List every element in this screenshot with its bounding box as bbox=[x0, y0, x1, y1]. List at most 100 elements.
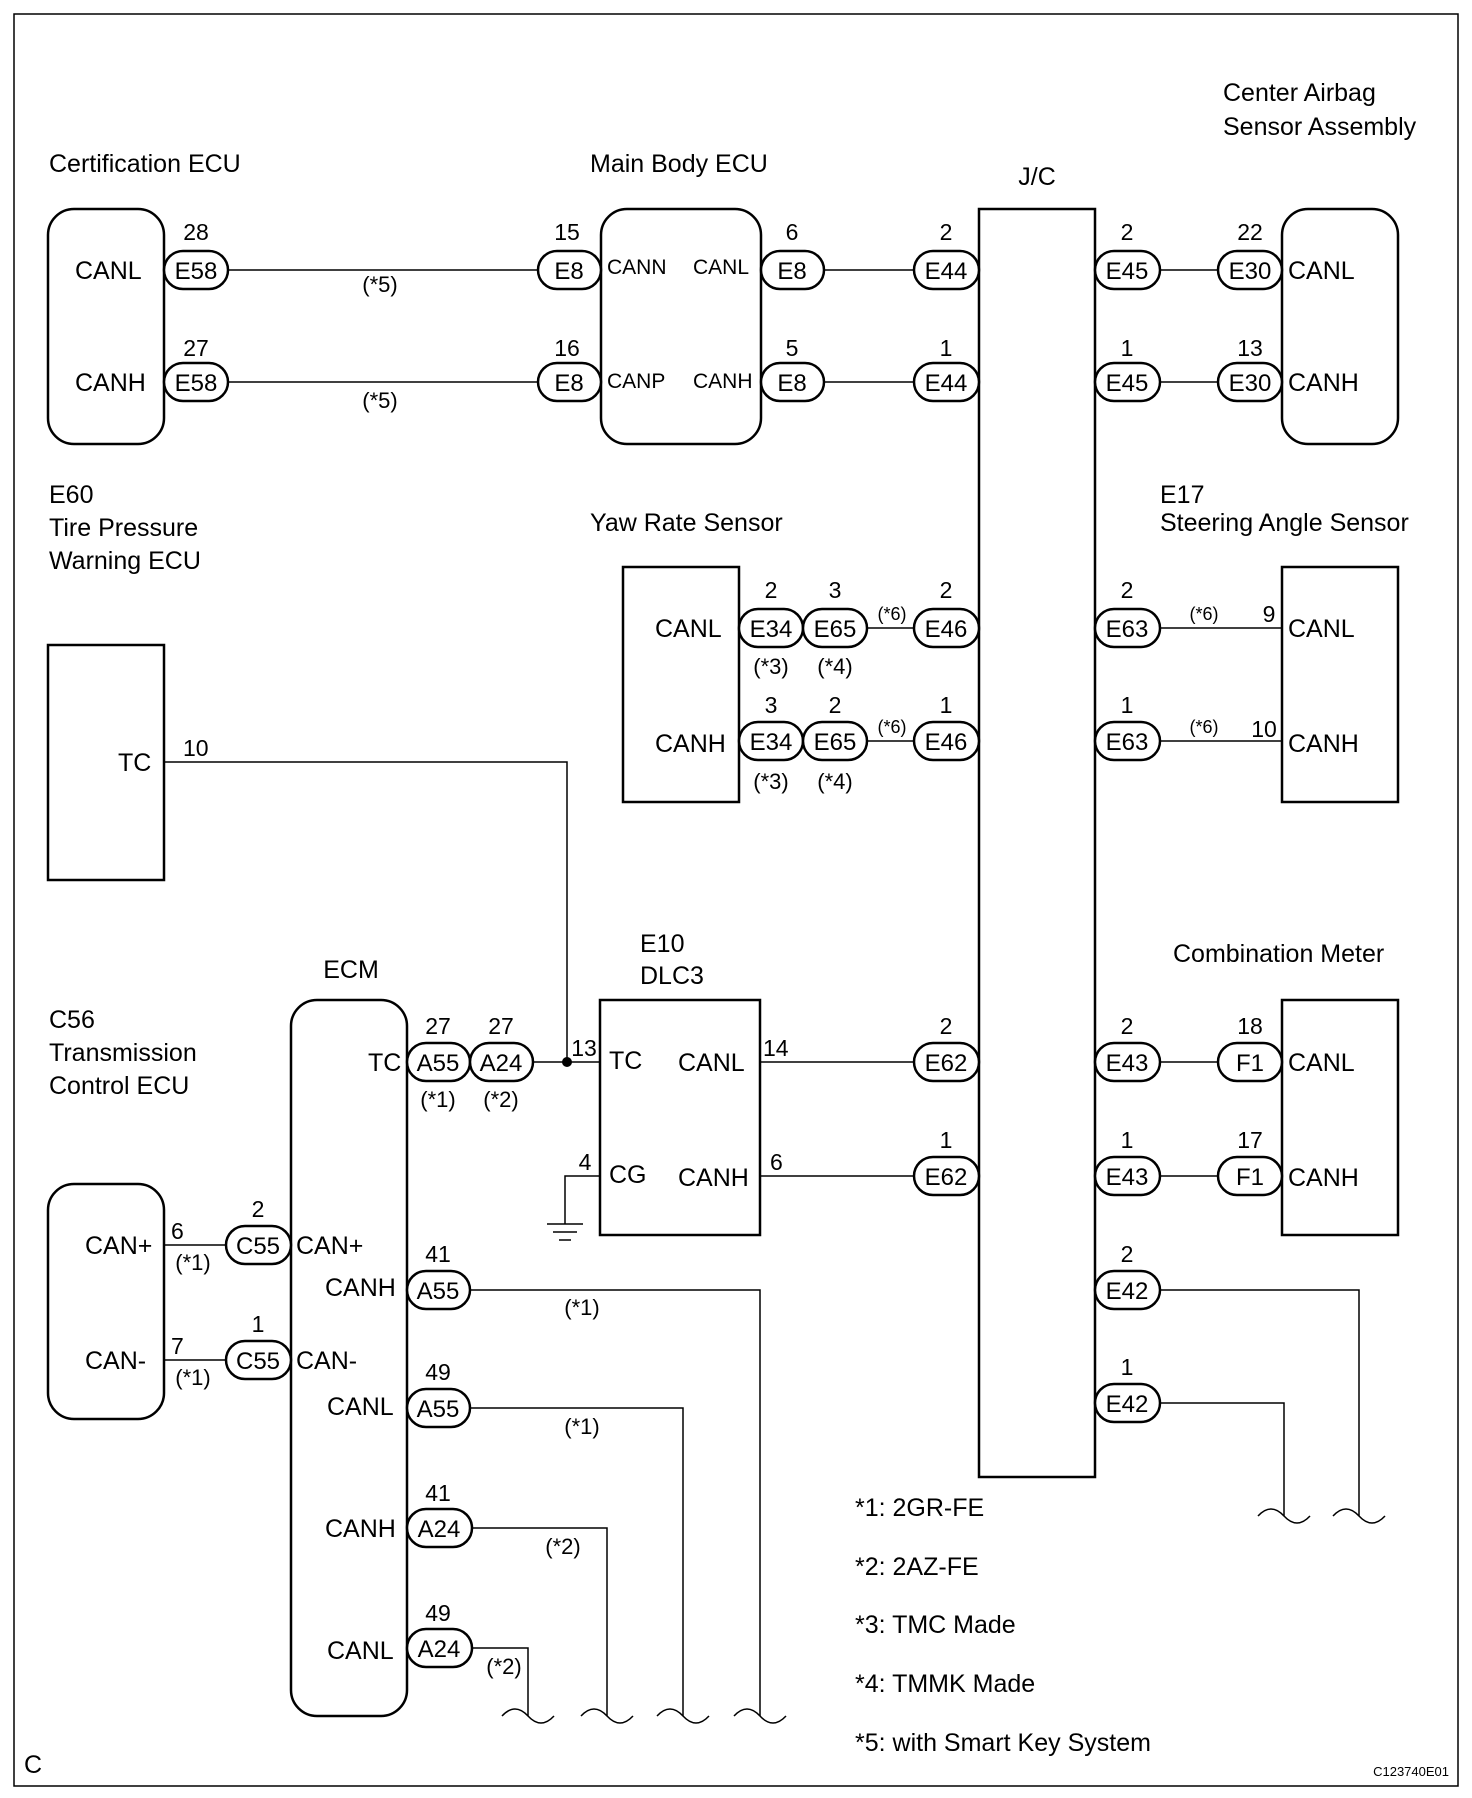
connector-a24 bbox=[405, 1507, 474, 1549]
pin-number: 27 bbox=[488, 1013, 514, 1039]
tcm-box bbox=[46, 1182, 166, 1421]
connector-label: E30 bbox=[1229, 370, 1272, 397]
terminal-canh: CANH bbox=[75, 369, 146, 397]
connector-label: E62 bbox=[925, 1050, 968, 1077]
terminal-tc: TC bbox=[368, 1049, 401, 1077]
pin-number: 49 bbox=[425, 1359, 451, 1385]
terminal-canl: CANL bbox=[693, 256, 749, 279]
center-airbag-box bbox=[1280, 207, 1400, 446]
terminal-names: CANL CANH CANN CANP CANL CANH CANL CANH … bbox=[75, 256, 1359, 1665]
wire-break-symbols bbox=[501, 1508, 1386, 1724]
pin-number: 4 bbox=[579, 1149, 592, 1175]
variant-mark: (*5) bbox=[362, 388, 397, 413]
steering-angle-title: Steering Angle Sensor bbox=[1160, 509, 1409, 537]
wire-e42-b-out bbox=[1154, 1402, 1285, 1516]
pin-number: 1 bbox=[1121, 692, 1134, 718]
connector-label: A55 bbox=[417, 1396, 460, 1423]
connector-label: E8 bbox=[777, 370, 806, 397]
yaw-rate-title: Yaw Rate Sensor bbox=[590, 509, 783, 537]
connector-f1 bbox=[1216, 1041, 1284, 1083]
pin-number: 6 bbox=[786, 219, 799, 245]
pin-number: 27 bbox=[425, 1013, 451, 1039]
connector-e45 bbox=[1093, 361, 1162, 403]
pin-number: 6 bbox=[171, 1218, 184, 1244]
connector-label: E62 bbox=[925, 1164, 968, 1191]
variant-mark: (*3) bbox=[753, 654, 788, 679]
connector-c55 bbox=[224, 1224, 293, 1266]
connector-label: E58 bbox=[175, 258, 218, 285]
legend-item: *3: TMC Made bbox=[855, 1611, 1016, 1639]
variant-mark: (*2) bbox=[486, 1654, 521, 1679]
connector-label: E34 bbox=[750, 729, 793, 756]
pin-number: 2 bbox=[829, 692, 842, 718]
terminal-canl: CANL bbox=[678, 1049, 745, 1077]
connector-e8 bbox=[536, 249, 603, 291]
pin-number: 2 bbox=[1121, 577, 1134, 603]
terminal-canh: CANH bbox=[325, 1515, 396, 1543]
terminal-can-plus: CAN+ bbox=[296, 1232, 363, 1260]
connector-e58 bbox=[162, 361, 230, 403]
connector-e8 bbox=[536, 361, 603, 403]
legend-item: *4: TMMK Made bbox=[855, 1670, 1035, 1698]
variant-mark: (*2) bbox=[545, 1534, 580, 1559]
main-body-ecu-title: Main Body ECU bbox=[590, 150, 768, 178]
variant-mark: (*6) bbox=[1189, 717, 1218, 737]
connector-ovals: E58 E58 E8 E8 E8 E8 E44 E44 E45 E45 E30 … bbox=[162, 249, 1284, 1669]
pin-number: 9 bbox=[1263, 601, 1276, 627]
pin-number: 41 bbox=[425, 1241, 451, 1267]
connector-label: A55 bbox=[417, 1050, 460, 1077]
wire-ecm-a55-canh bbox=[467, 1289, 761, 1716]
pin-number: 2 bbox=[765, 577, 778, 603]
pin-number: 2 bbox=[940, 219, 953, 245]
legend-item: *2: 2AZ-FE bbox=[855, 1553, 979, 1581]
variant-mark: (*1) bbox=[564, 1414, 599, 1439]
connector-label: E45 bbox=[1106, 370, 1149, 397]
steering-angle-sensor-box bbox=[1280, 565, 1400, 804]
variant-mark: (*4) bbox=[817, 654, 852, 679]
pin-number: 5 bbox=[786, 335, 799, 361]
terminal-can-minus: CAN- bbox=[296, 1347, 357, 1375]
connector-a55 bbox=[405, 1387, 472, 1429]
connector-label: C55 bbox=[236, 1233, 280, 1260]
variant-mark: (*3) bbox=[753, 769, 788, 794]
connector-label: C55 bbox=[236, 1348, 280, 1375]
pin-number: 3 bbox=[829, 577, 842, 603]
connector-label: E43 bbox=[1106, 1050, 1149, 1077]
connector-label: E46 bbox=[925, 729, 968, 756]
variant-mark: (*1) bbox=[175, 1365, 210, 1390]
connector-f1 bbox=[1216, 1155, 1284, 1197]
diagram-frame bbox=[13, 13, 1459, 1787]
tire-pressure-title-1: Tire Pressure bbox=[49, 514, 198, 542]
variant-mark: (*5) bbox=[362, 272, 397, 297]
yaw-rate-sensor-box bbox=[621, 565, 741, 804]
connector-e8 bbox=[759, 361, 826, 403]
steering-angle-code: E17 bbox=[1160, 481, 1204, 509]
connector-label: A24 bbox=[418, 1516, 461, 1543]
connector-e30 bbox=[1216, 249, 1284, 291]
connector-label: F1 bbox=[1236, 1164, 1264, 1191]
terminal-canh: CANH bbox=[678, 1164, 749, 1192]
variant-mark: (*6) bbox=[877, 717, 906, 737]
pin-number: 18 bbox=[1237, 1013, 1263, 1039]
legend-item: *5: with Smart Key System bbox=[855, 1729, 1151, 1757]
certification-ecu-box bbox=[46, 207, 166, 446]
pin-number: 2 bbox=[940, 1013, 953, 1039]
variant-mark: (*6) bbox=[877, 604, 906, 624]
connector-a24 bbox=[405, 1627, 474, 1669]
connector-e62 bbox=[912, 1155, 981, 1197]
pin-number: 41 bbox=[425, 1480, 451, 1506]
pin-number: 2 bbox=[1121, 1013, 1134, 1039]
pin-number: 1 bbox=[940, 1127, 953, 1153]
tire-pressure-title-2: Warning ECU bbox=[49, 547, 201, 575]
legend: *1: 2GR-FE *2: 2AZ-FE *3: TMC Made *4: T… bbox=[855, 1494, 1151, 1757]
break-a55-canl bbox=[656, 1708, 710, 1724]
terminal-cann: CANN bbox=[607, 256, 667, 279]
ecm-title: ECM bbox=[323, 956, 379, 984]
connector-label: E44 bbox=[925, 370, 968, 397]
break-a55-canh bbox=[733, 1708, 787, 1724]
pin-number: 49 bbox=[425, 1600, 451, 1626]
connector-e8 bbox=[759, 249, 826, 291]
center-airbag-title-2: Sensor Assembly bbox=[1223, 113, 1417, 141]
connector-label: E63 bbox=[1106, 729, 1149, 756]
